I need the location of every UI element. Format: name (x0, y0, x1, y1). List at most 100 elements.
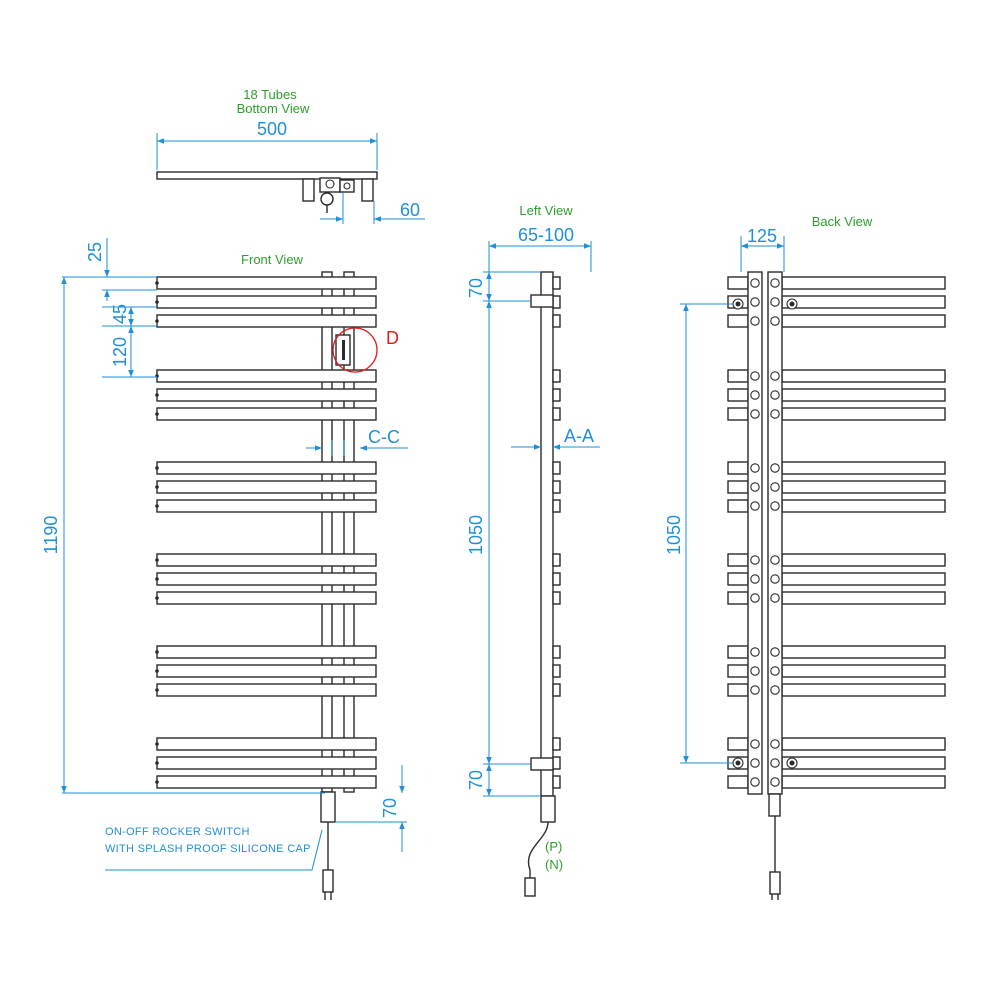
front-tube (156, 461, 377, 475)
back-tube (781, 499, 946, 513)
bottom-view: 18 Tubes Bottom View 500 60 (156, 87, 425, 224)
back-tube-end (727, 553, 749, 567)
front-tube (156, 388, 377, 402)
fixing-hole (770, 409, 780, 419)
front-tube (156, 276, 377, 290)
front-tube (156, 645, 377, 659)
wall-offset-dimension: 65-100 (518, 225, 574, 245)
front-tube (156, 737, 377, 751)
fixing-hole (750, 666, 760, 676)
back-tube (781, 775, 946, 789)
front-tube (156, 407, 377, 421)
front-tube (156, 369, 377, 383)
detail-d-marker: D (386, 328, 399, 348)
tubes-count-label: 18 Tubes (243, 87, 297, 102)
fixing-hole (770, 647, 780, 657)
back-tube (781, 683, 946, 697)
fixing-hole (770, 297, 780, 307)
back-tube-end (727, 276, 749, 290)
back-tube (781, 591, 946, 605)
back-tube-end (727, 683, 749, 697)
wire-p-label: (P) (545, 839, 562, 854)
left-tube-stub (552, 499, 561, 513)
front-view: Front View D C-C 1190 25 (41, 238, 408, 900)
back-tube-end (727, 645, 749, 659)
switch-note-line1: ON-OFF ROCKER SWITCH (105, 826, 250, 838)
back-tube (781, 480, 946, 494)
fixing-hole (750, 463, 760, 473)
left-tube-stub (552, 388, 561, 402)
fixing-hole (770, 501, 780, 511)
back-tube-end (727, 737, 749, 751)
fixing-hole (770, 555, 780, 565)
fixing-hole (750, 647, 760, 657)
bottom-view-label: Bottom View (237, 101, 310, 116)
back-tube (781, 645, 946, 659)
left-tube-stub (552, 314, 561, 328)
left-tube-stub (552, 591, 561, 605)
fixing-hole (750, 316, 760, 326)
fixing-hole (750, 297, 760, 307)
left-tube-stub (552, 553, 561, 567)
fixing-hole (750, 593, 760, 603)
left-bottom-dimension: 70 (466, 770, 486, 790)
wire-n-label: (N) (545, 857, 563, 872)
left-view: Left View 65-100 (P) (N) A-A 70 1050 70 (466, 203, 600, 897)
left-tube-stub (552, 461, 561, 475)
bottom-offset-dimension: 70 (380, 798, 400, 818)
top-gap-dimension: 25 (85, 242, 105, 262)
fixing-hole (770, 371, 780, 381)
height-dimension: 1190 (41, 516, 61, 555)
front-tube (156, 314, 377, 328)
back-tube-end (727, 314, 749, 328)
fixing-hole (750, 390, 760, 400)
back-tube-end (727, 499, 749, 513)
front-tube (156, 295, 377, 309)
fixing-hole (770, 574, 780, 584)
fixing-hole (750, 739, 760, 749)
fixing-hole (770, 739, 780, 749)
fixing-hole (750, 482, 760, 492)
back-view-label: Back View (812, 214, 873, 229)
front-tube (156, 775, 377, 789)
left-tube-stub (552, 683, 561, 697)
fixing-hole (770, 685, 780, 695)
left-tube-stub (552, 645, 561, 659)
fixing-hole (770, 463, 780, 473)
front-tube (156, 572, 377, 586)
left-tube-stub (552, 276, 561, 290)
fixing-hole (750, 555, 760, 565)
fixing-hole (750, 278, 760, 288)
fixing-hole (750, 501, 760, 511)
fixing-hole (770, 482, 780, 492)
front-tube (156, 683, 377, 697)
back-tube-end (727, 461, 749, 475)
depth-dimension: 60 (400, 200, 420, 220)
back-tube-end (727, 572, 749, 586)
left-tube-stub (552, 369, 561, 383)
section-cc-label: C-C (368, 427, 400, 447)
back-tube (781, 553, 946, 567)
back-tube-end (727, 591, 749, 605)
back-tube-end (727, 388, 749, 402)
back-tube (781, 756, 946, 770)
fixing-hole (770, 316, 780, 326)
back-tube (781, 407, 946, 421)
front-tube (156, 591, 377, 605)
back-tube (781, 572, 946, 586)
back-view: Back View 125 1050 (664, 214, 946, 900)
fixing-hole (750, 574, 760, 584)
left-tube-stub (552, 737, 561, 751)
fixing-hole (770, 666, 780, 676)
front-tube (156, 553, 377, 567)
fixing-hole (750, 371, 760, 381)
left-centers-dimension: 1050 (466, 515, 486, 555)
left-top-dimension: 70 (466, 278, 486, 298)
fixing-hole (750, 685, 760, 695)
fixing-hole (770, 758, 780, 768)
fixing-hole (770, 278, 780, 288)
left-tube-stub (552, 775, 561, 789)
back-tube-end (727, 407, 749, 421)
back-tube (781, 314, 946, 328)
